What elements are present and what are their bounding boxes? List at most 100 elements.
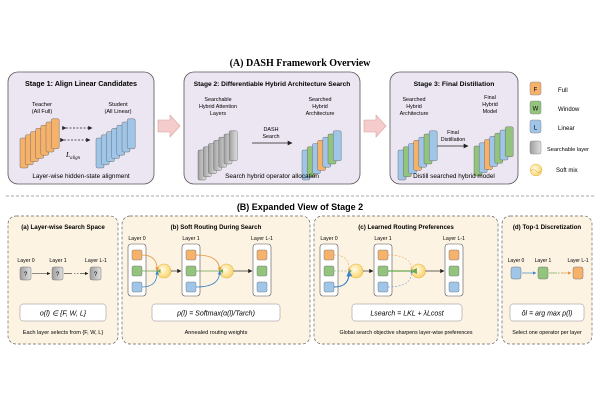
stage2-left-label-1: Searchable — [204, 97, 231, 103]
panel-d-layer0: Layer 0 — [508, 258, 525, 264]
operator-block — [185, 281, 197, 293]
teacher-layer — [50, 118, 60, 150]
route-edge — [195, 254, 222, 272]
stage2-caption: Search hybrid operator allocation — [225, 173, 319, 180]
stage3-title: Stage 3: Final Distillation — [414, 81, 495, 88]
panel-c-layer1: Layer 1 — [374, 236, 391, 242]
operator-block — [448, 249, 460, 261]
final-layer — [504, 126, 514, 158]
stage3-searched-layer — [428, 130, 438, 162]
panel-d-box — [501, 215, 593, 345]
student-layer — [126, 118, 136, 150]
dash-search-label-1: DASH — [264, 127, 279, 133]
routing-graph-c — [319, 243, 464, 297]
operator-block — [323, 265, 335, 277]
q-mark-L: ? — [94, 272, 98, 278]
panel-b-caption: Annealed routing weights — [185, 330, 248, 336]
operator-block — [256, 281, 268, 293]
legend-full-letter: F — [534, 88, 538, 94]
panel-a-layer1: Layer 1 — [49, 258, 66, 264]
searchable-layer-stack — [197, 130, 238, 181]
panel-c-layerL: Layer L-1 — [443, 236, 465, 242]
teacher-label-1: Teacher — [32, 102, 52, 108]
operator-block — [323, 249, 335, 261]
q-mark-1: ? — [56, 272, 60, 278]
stage-arrow-1 — [157, 114, 181, 138]
legend-searchable-swatch — [529, 140, 542, 155]
panel-a-layerL: Layer L-1 — [85, 258, 107, 264]
top1-layer-0 — [510, 266, 522, 280]
final-distill-label-1: Final — [447, 130, 459, 136]
stage2-right-label-2: Hybrid — [312, 104, 328, 110]
soft-mix-node — [156, 263, 172, 279]
panel-a: (a) Layer-wise Search Space Layer 0 Laye… — [17, 224, 107, 336]
section-a-title: (A) DASH Framework Overview — [230, 58, 372, 69]
stage3-left-label-2: Hybrid — [406, 104, 422, 110]
stage2-box: Stage 2: Differentiable Hybrid Architect… — [183, 71, 361, 185]
stage3-left-label-3: Architecture — [400, 111, 429, 117]
panel-b-layerL: Layer L-1 — [251, 236, 273, 242]
top1-layer-1 — [537, 266, 549, 280]
stage3-caption: Distill searched hybrid model — [413, 173, 495, 180]
route-edge — [387, 270, 413, 288]
final-distill-label-2: Distillation — [441, 137, 466, 143]
route-edge — [333, 270, 353, 288]
legend: F Full W Window L Linear Searchable laye… — [529, 81, 589, 177]
stage1-title: Stage 1: Align Linear Candidates — [25, 79, 137, 88]
stage1-box: Stage 1: Align Linear Candidates Teacher… — [7, 71, 155, 185]
panel-d-formula: ôl = arg max p(l) — [522, 311, 573, 318]
operator-block — [131, 281, 143, 293]
panel-c-caption: Global search objective sharpens layer-w… — [339, 330, 472, 336]
panel-a-title: (a) Layer-wise Search Space — [21, 224, 105, 231]
stage2-left-label-2: Hybrid Attention — [199, 104, 237, 110]
panel-b-formula: p(l) = Softmax(α(l)/Tarch) — [176, 311, 255, 318]
legend-linear-swatch — [529, 119, 542, 134]
legend-softmix-label: Soft mix — [556, 168, 578, 174]
searched-layer — [332, 130, 342, 162]
student-layer-stack — [95, 118, 136, 169]
legend-full-swatch — [529, 81, 542, 96]
legend-softmix-icon — [529, 163, 543, 177]
panel-b-title: (b) Soft Routing During Search — [171, 224, 262, 231]
panel-b-layer1: Layer 1 — [182, 236, 199, 242]
search-layer-L — [89, 266, 102, 281]
operator-block — [323, 281, 335, 293]
stage3-right-label-2: Hybrid — [482, 102, 498, 108]
teacher-label-2: (All Full) — [32, 109, 53, 115]
routing-graph-b — [127, 243, 272, 297]
panel-d-layerL: Layer L-1 — [567, 258, 588, 264]
soft-mix-node — [219, 263, 234, 279]
search-layer-0 — [19, 266, 32, 281]
stage3-right-label-3: Model — [483, 109, 498, 115]
panel-c-layer0: Layer 0 — [320, 236, 337, 242]
operator-block — [448, 265, 460, 277]
legend-linear-label: Linear — [558, 126, 575, 132]
panel-a-caption: Each layer selects from {F, W, L} — [23, 330, 104, 336]
panel-d: (d) Top-1 Discretization Layer 0 Layer 1… — [508, 224, 589, 336]
route-edge — [195, 270, 222, 288]
panel-c: (c) Learned Routing Preferences Layer 0 … — [319, 224, 473, 336]
legend-searchable-label: Searchable layer — [547, 147, 589, 153]
panel-a-layer0: Layer 0 — [17, 258, 34, 264]
legend-window-letter: W — [533, 107, 539, 113]
stage3-box: Stage 3: Final Distillation Searched Hyb… — [389, 71, 519, 185]
stage3-searched-stack — [397, 130, 438, 181]
student-label-2: (All Linear) — [104, 109, 131, 115]
teacher-layer-stack — [19, 118, 60, 169]
panel-c-box — [313, 215, 499, 345]
stage3-left-label-1: Searched — [402, 97, 425, 103]
soft-mix-node — [348, 263, 364, 279]
operator-block — [256, 249, 268, 261]
operator-block — [131, 249, 143, 261]
panel-a-formula-box — [19, 303, 107, 322]
route-edge — [141, 254, 160, 272]
panel-b: (b) Soft Routing During Search Layer 0 L… — [127, 224, 281, 336]
stage2-right-label-3: Architecture — [306, 111, 335, 117]
panel-d-title: (d) Top-1 Discretization — [513, 224, 582, 231]
stage2-right-label-1: Searched — [308, 97, 331, 103]
operator-block — [377, 265, 389, 277]
section-b-title: (B) Expanded View of Stage 2 — [237, 202, 363, 212]
panel-b-formula-box — [151, 303, 281, 322]
